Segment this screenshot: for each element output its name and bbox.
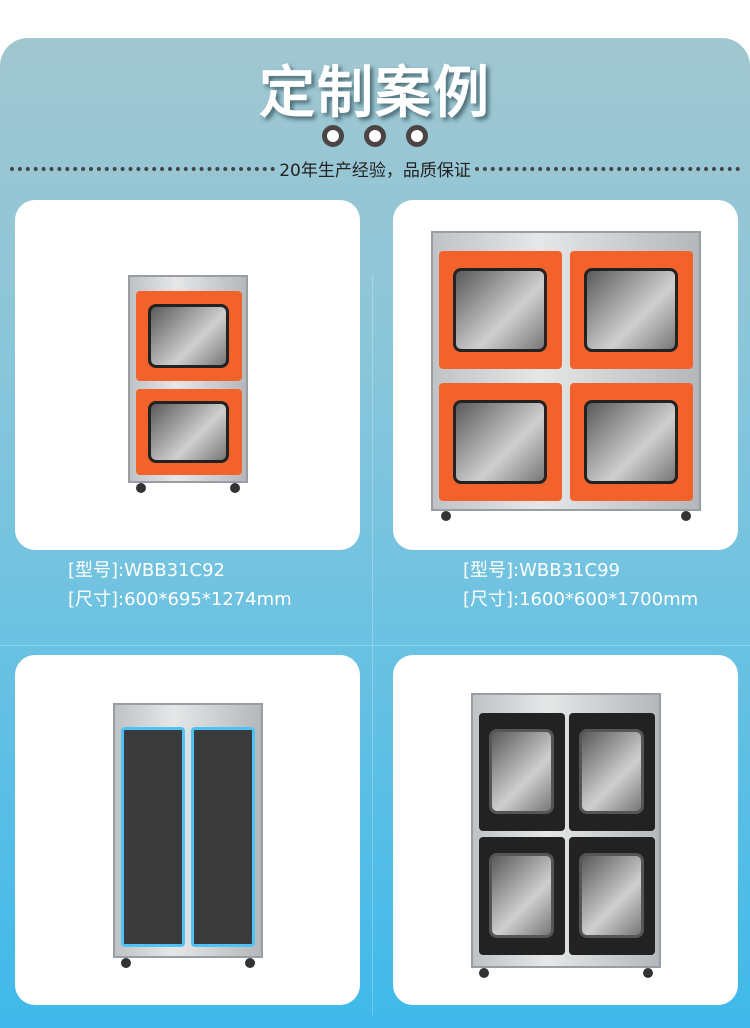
product-card[interactable] xyxy=(393,200,738,550)
product-info: [型号]:WBB31C99 [尺寸]:1600*600*1700mm xyxy=(463,556,698,614)
subtitle: 20年生产经验，品质保证 xyxy=(279,161,471,181)
product-image-stainless-2-door xyxy=(112,702,263,968)
page-title: 定制案例 xyxy=(259,61,491,126)
product-info: [型号]:WBB31C92 [尺寸]:600*695*1274mm xyxy=(68,556,292,614)
product-image-orange-2-door xyxy=(127,275,248,493)
divider xyxy=(372,275,373,1015)
product-card[interactable] xyxy=(15,200,360,550)
circle-icon xyxy=(322,125,344,147)
product-card[interactable] xyxy=(393,655,738,1005)
circle-icon xyxy=(406,125,428,147)
size-label: [尺寸]:600*695*1274mm xyxy=(68,589,292,610)
model-label: [型号]:WBB31C92 xyxy=(68,560,225,581)
dotted-divider xyxy=(10,166,276,171)
divider xyxy=(0,645,750,646)
product-image-orange-4-door xyxy=(430,231,701,521)
size-label: [尺寸]:1600*600*1700mm xyxy=(463,589,699,610)
subtitle-row: 20年生产经验，品质保证 xyxy=(10,156,741,181)
decorative-dots xyxy=(0,125,750,147)
circle-icon xyxy=(364,125,386,147)
product-card[interactable] xyxy=(15,655,360,1005)
product-image-black-4-door xyxy=(470,692,661,978)
model-label: [型号]:WBB31C99 xyxy=(463,560,620,581)
dotted-divider xyxy=(474,166,741,171)
